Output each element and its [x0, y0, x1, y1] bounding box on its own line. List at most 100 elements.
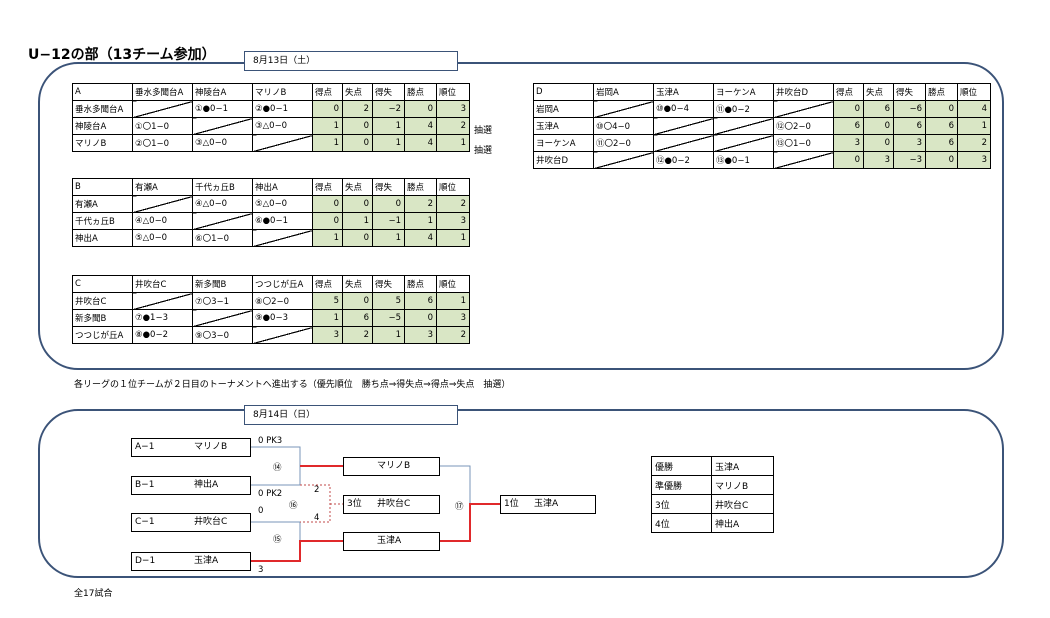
seed-team: 神出A: [194, 480, 219, 490]
table-row: 神陵台A ①〇1−0 ③△0−0 1 0 1 4 2: [72, 117, 470, 135]
header-cell: 得点: [833, 83, 864, 101]
header-cell: 順位: [436, 83, 470, 101]
score-m16-bottom: 4: [314, 513, 320, 523]
table-row: 優勝 玉津A: [651, 456, 774, 476]
header-cell: 失点: [342, 178, 373, 196]
match-number-17: ⑰: [455, 502, 464, 512]
third-place-box: 3位 井吹台C: [343, 495, 440, 514]
league-c-table: C 井吹台C 新多聞B つつじが丘A 得点 失点 得失 勝点 順位 井吹台C ⑦…: [72, 275, 470, 344]
diagonal-cell: [192, 309, 253, 327]
table-row: 井吹台C ⑦〇3−1 ⑧〇2−0 5 0 5 6 1: [72, 292, 470, 310]
result-cell: ③△0−0: [192, 134, 253, 152]
lottery-note: 抽選: [474, 146, 493, 156]
seed-box-d1: D−1 玉津A: [131, 552, 251, 571]
table-row: 玉津A ⑩〇4−0 ⑫〇2−0 6 0 6 6 1: [533, 117, 991, 135]
stat-cell: 0: [863, 134, 894, 152]
table-row: 準優勝 マリノB: [651, 475, 774, 495]
stat-cell: 0: [833, 151, 864, 169]
semi-winner-bottom: 玉津A: [343, 532, 440, 551]
seed-team: 井吹台C: [194, 517, 228, 527]
stat-cell: 1: [436, 229, 470, 247]
table-row: マリノB ②〇1−0 ③△0−0 1 0 1 4 1: [72, 134, 470, 152]
diagonal-cell: [252, 229, 313, 247]
place-cell: 3位: [651, 494, 712, 514]
diagonal-cell: [593, 100, 654, 118]
place-label: 3位: [347, 499, 362, 509]
diagonal-cell: [773, 151, 834, 169]
table-row: 井吹台D ⑫●0−2 ⑬●0−1 0 3 −3 0 3: [533, 151, 991, 169]
result-cell: ⑥〇1−0: [192, 229, 253, 247]
stat-cell: 3: [312, 326, 343, 344]
seed-box-a1: A−1 マリノB: [131, 438, 251, 457]
diagonal-cell: [593, 151, 654, 169]
seed-label: D−1: [135, 556, 156, 566]
result-cell: ⑫●0−2: [653, 151, 714, 169]
stat-cell: 2: [404, 195, 437, 213]
place-cell: 準優勝: [651, 475, 712, 495]
place-cell: 4位: [651, 513, 712, 533]
stat-cell: 4: [404, 117, 437, 135]
stat-cell: 3: [436, 212, 470, 230]
league-a-table: A 垂水多聞台A 神陵台A マリノB 得点 失点 得失 勝点 順位 垂水多聞台A…: [72, 83, 470, 152]
seed-team: 玉津A: [194, 556, 219, 566]
header-cell: 得失: [372, 83, 405, 101]
final-ranking-table: 優勝 玉津A 準優勝 マリノB 3位 井吹台C 4位 神出A: [651, 456, 774, 533]
header-cell: 得失: [893, 83, 926, 101]
table-row: 3位 井吹台C: [651, 494, 774, 514]
team-cell: 井吹台C: [711, 494, 774, 514]
stat-cell: 4: [957, 100, 991, 118]
stat-cell: 3: [957, 151, 991, 169]
stat-cell: 2: [436, 326, 470, 344]
stat-cell: 3: [436, 100, 470, 118]
league-b-header: B 有瀬A 千代ヵ丘B 神出A 得点 失点 得失 勝点 順位: [72, 178, 470, 196]
seed-label: B−1: [135, 480, 155, 490]
diagonal-cell: [713, 117, 774, 135]
stat-cell: 1: [436, 134, 470, 152]
advance-rule-note: 各リーグの１位チームが２日目のトーナメントへ進出する（優先順位 勝ち点⇒得失点⇒…: [74, 380, 511, 390]
day1-date: 8月13日（土）: [244, 51, 458, 71]
header-cell: 順位: [436, 178, 470, 196]
table-row: 神出A ⑤△0−0 ⑥〇1−0 1 0 1 4 1: [72, 229, 470, 247]
league-b-table: B 有瀬A 千代ヵ丘B 神出A 得点 失点 得失 勝点 順位 有瀬A ④△0−0…: [72, 178, 470, 247]
stat-cell: 1: [436, 292, 470, 310]
score-m16-top: 2: [314, 485, 320, 495]
stat-cell: 0: [404, 309, 437, 327]
stat-cell: 2: [436, 117, 470, 135]
page-title: U−12の部（13チーム参加）: [28, 47, 216, 63]
diagonal-cell: [132, 195, 193, 213]
stat-cell: 4: [404, 229, 437, 247]
team-cell: 神出A: [711, 513, 774, 533]
stat-cell: 1: [312, 229, 343, 247]
seed-box-c1: C−1 井吹台C: [131, 513, 251, 532]
stat-cell: 4: [404, 134, 437, 152]
seed-team: マリノB: [194, 442, 228, 452]
stat-cell: 2: [436, 195, 470, 213]
diagonal-cell: [252, 134, 313, 152]
match-number-16: ⑯: [289, 501, 298, 511]
stat-cell: 0: [925, 100, 958, 118]
header-cell: 勝点: [404, 83, 437, 101]
score-m15-bottom: 3: [258, 565, 264, 575]
stat-cell: 6: [925, 117, 958, 135]
total-matches-note: 全17試合: [74, 589, 113, 599]
result-cell: ②〇1−0: [132, 134, 193, 152]
day2-date: 8月14日（日）: [244, 405, 458, 425]
header-cell: 失点: [342, 83, 373, 101]
team-cell: マリノB: [711, 475, 774, 495]
header-cell: 順位: [436, 275, 470, 293]
stat-cell: 2: [342, 100, 373, 118]
bracket-line-winner: [440, 503, 500, 542]
diagonal-cell: [653, 134, 714, 152]
table-row: 4位 神出A: [651, 513, 774, 533]
score-m14-top: 0 PK3: [258, 436, 283, 446]
stat-cell: −3: [893, 151, 926, 169]
champion-box: 1位 玉津A: [500, 495, 596, 514]
stat-cell: 2: [957, 134, 991, 152]
stat-cell: 1: [404, 212, 437, 230]
stat-cell: 1: [372, 326, 405, 344]
header-cell: 勝点: [925, 83, 958, 101]
result-cell: ⑤△0−0: [132, 229, 193, 247]
table-row: つつじが丘A ⑧●0−2 ⑨〇3−0 3 2 1 3 2: [72, 326, 470, 344]
stat-cell: 3: [893, 134, 926, 152]
